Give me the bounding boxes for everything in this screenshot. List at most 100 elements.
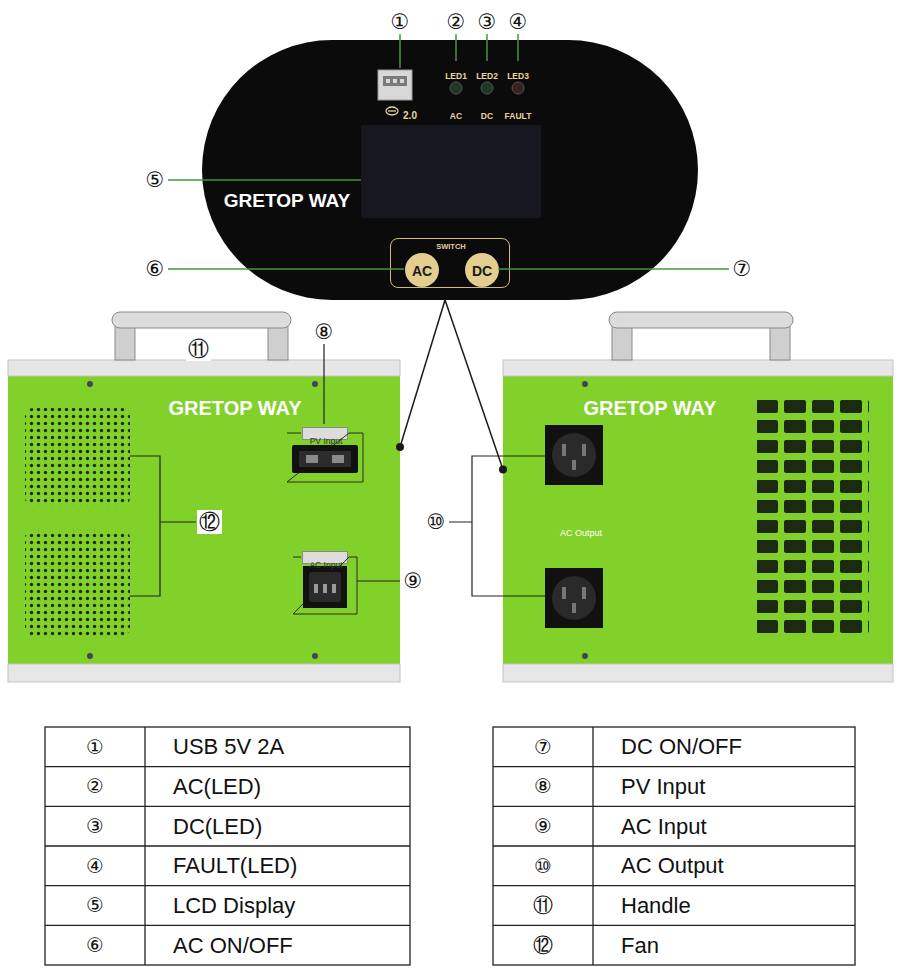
left-housing-details-part: [312, 653, 318, 659]
table-number-holder: ⑦: [534, 736, 552, 759]
right-handle: [609, 312, 793, 360]
callout-number: ④: [507, 10, 530, 34]
pointer-dot: [396, 443, 404, 451]
right-housing-details-part: [582, 587, 586, 599]
table-grid-part: [493, 845, 855, 846]
right-housing-details-part: [449, 456, 545, 596]
panel-shape: [202, 40, 698, 300]
node-text-holder: LED3: [507, 65, 529, 83]
node-text: LED3: [507, 72, 529, 82]
led-lights-part: [512, 82, 524, 94]
node-text: AC Output: [558, 528, 604, 538]
left-housing-details-part: [287, 433, 363, 482]
left-housing-details-part: [303, 566, 347, 608]
table-cell-holder: AC Input: [621, 814, 707, 839]
right-housing-details-part: [582, 381, 588, 387]
node-text: DC: [481, 112, 493, 122]
table-grid-part: [45, 885, 410, 886]
callout-number: ⑥: [144, 257, 167, 281]
callout-number: ⑪: [186, 337, 211, 361]
node-text-holder: 2.0: [403, 105, 417, 123]
panel-pointer: [396, 300, 445, 451]
callout-number-holder: ③: [476, 10, 499, 34]
left-housing-details-part: [8, 360, 400, 376]
table-cell-holder: Handle: [621, 893, 691, 918]
table-cell: USB 5V 2A: [173, 734, 284, 759]
table-number-holder: ②: [86, 775, 104, 798]
left-housing-details-part: [306, 455, 318, 463]
table-grid-part: [45, 806, 410, 807]
table-number: ⑪: [533, 894, 553, 917]
table-cell: DC(LED): [173, 814, 262, 839]
left-housing-details-part: [309, 572, 341, 602]
right-housing-details-part: [757, 398, 869, 640]
table-cell-holder: Fan: [621, 933, 659, 958]
node-text-holder: PV Input: [310, 430, 343, 448]
pointer-dot: [499, 465, 507, 473]
usb-port-part: [400, 79, 404, 83]
right-housing-details-part: [562, 444, 566, 456]
table-grid-part: [493, 727, 855, 965]
leader-lines: [168, 33, 729, 269]
table-grid-part: [45, 766, 410, 767]
node-text: SWITCH: [434, 243, 468, 252]
left-housing-details-part: [299, 451, 351, 467]
left-handle: [112, 312, 291, 360]
callout-number: ⑨: [402, 569, 425, 593]
table-number: ⑦: [534, 736, 552, 759]
right-housing-details-part: [545, 425, 603, 485]
table-cell-holder: PV Input: [621, 774, 705, 799]
usb-port-part: [393, 79, 397, 83]
left-housing-details-part: [25, 530, 130, 636]
node-text-holder: DC: [481, 105, 493, 123]
table-cell: AC Output: [621, 853, 724, 878]
table-grid-part: [493, 885, 855, 886]
table-cell: AC ON/OFF: [173, 933, 293, 958]
node-text: GRETOP WAY: [168, 397, 301, 420]
node-text: AC Input: [309, 561, 342, 571]
callout-number: ⑦: [731, 257, 754, 281]
table-number-holder: ①: [86, 736, 104, 759]
node-text: FAULT: [505, 112, 532, 122]
table-cell-holder: USB 5V 2A: [173, 734, 284, 759]
table-number-holder: ⑩: [534, 855, 552, 878]
left-housing-details-part: [332, 584, 336, 593]
right-housing-details-part: [572, 603, 576, 613]
table-cell: LCD Display: [173, 893, 295, 918]
table-number-holder: ⑥: [86, 934, 104, 957]
table-cell-holder: LCD Display: [173, 893, 295, 918]
table-number: ⑤: [86, 894, 104, 917]
right-housing-details-part: [503, 360, 893, 376]
callout-number: ⑩: [425, 510, 448, 534]
right-housing-details-part: [552, 576, 596, 620]
table-grid-part: [493, 806, 855, 807]
node-text: GRETOP WAY: [583, 397, 716, 420]
pointer-line: [445, 300, 503, 469]
left-housing-details-part: [323, 584, 327, 593]
node-text-holder: GRETOP WAY: [168, 397, 301, 420]
callout-number: ③: [476, 10, 499, 34]
callout-number: ⑧: [313, 320, 336, 344]
callout-number-holder: ②: [445, 10, 468, 34]
leader-lines-part: [168, 268, 404, 270]
usb-port: [378, 70, 412, 115]
table-number-holder: ⑪: [533, 894, 553, 917]
usb-port-part: [378, 70, 412, 100]
table-cell-holder: AC(LED): [173, 774, 261, 799]
left-housing-details-part: [323, 342, 324, 424]
callout-number-holder: ①: [389, 10, 412, 34]
switch-group: SWITCHACDC: [390, 238, 510, 288]
usb-port-part: [388, 110, 396, 111]
table-number-holder: ⑤: [86, 894, 104, 917]
node-text: PV Input: [310, 437, 343, 447]
table-number: ①: [86, 736, 104, 759]
callout-number: ⑫: [197, 510, 222, 534]
table-number: ⑩: [534, 855, 552, 878]
node-text-holder: AC Input: [309, 554, 342, 572]
node-text-holder: GRETOP WAY: [224, 190, 350, 212]
table-cell-holder: FAULT(LED): [173, 853, 297, 878]
callout-number: ①: [389, 10, 412, 34]
left-housing-details-part: [314, 584, 318, 593]
usb-port-part: [383, 76, 407, 86]
